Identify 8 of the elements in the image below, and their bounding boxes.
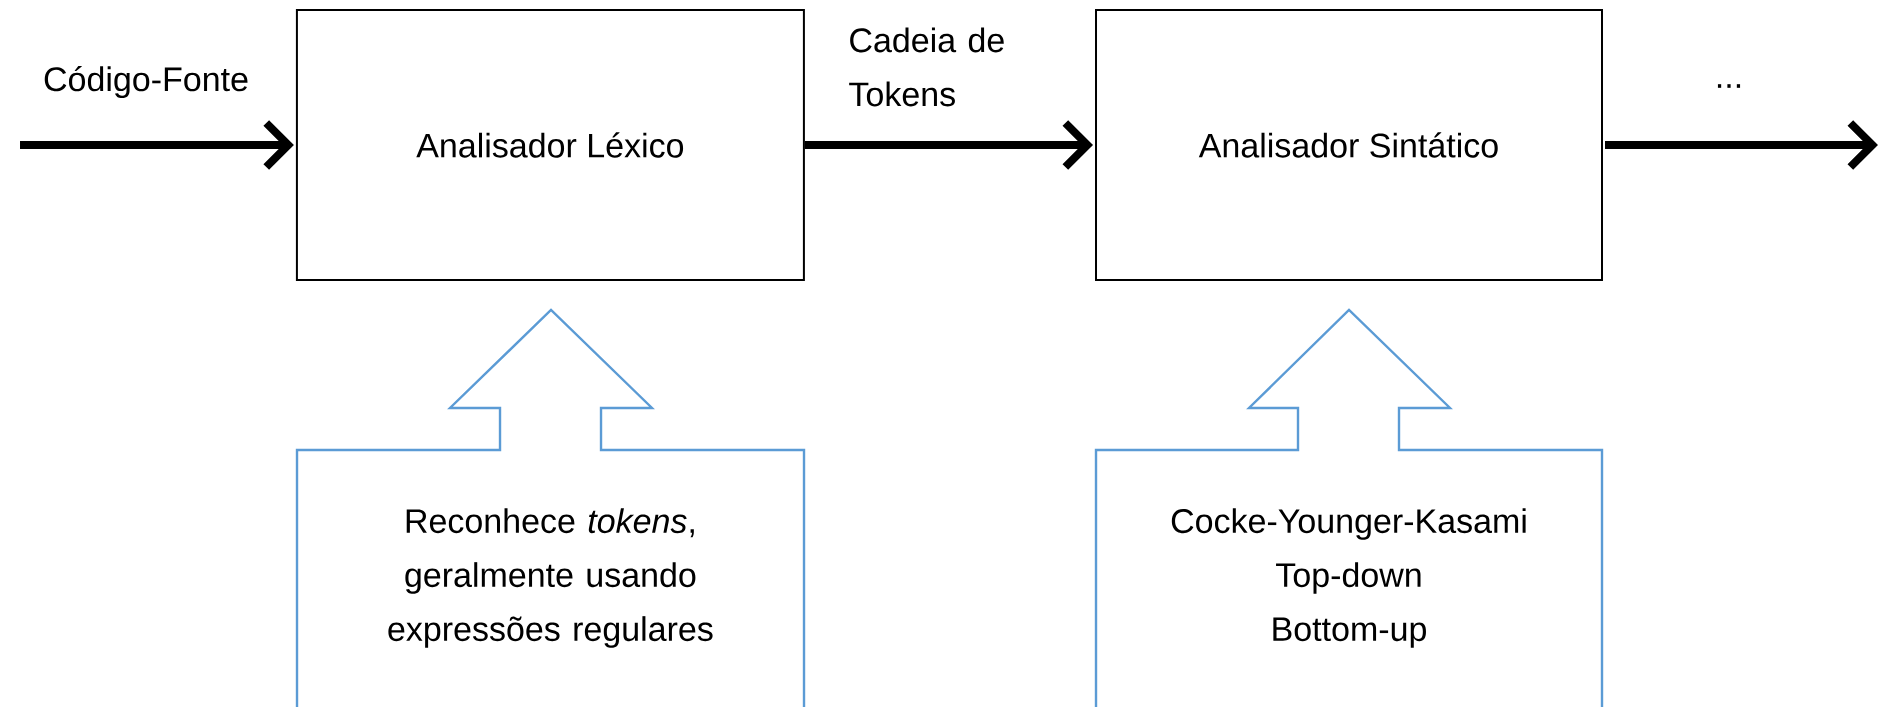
arrow (804, 120, 1093, 170)
process-box: Analisador Léxico (295, 9, 805, 281)
arrow-callout: Cocke-Younger-Kasami Top-down Bottom-up (1094, 308, 1604, 707)
edge-label: ... (1717, 84, 1741, 88)
edge-label: Cadeia de Tokens (849, 27, 1004, 107)
process-box: Analisador Sintático (1095, 9, 1603, 281)
edge-label: Código-Fonte (44, 65, 248, 99)
arrow-callout: Reconhece tokens, geralmente usando expressões regulares (295, 308, 806, 707)
